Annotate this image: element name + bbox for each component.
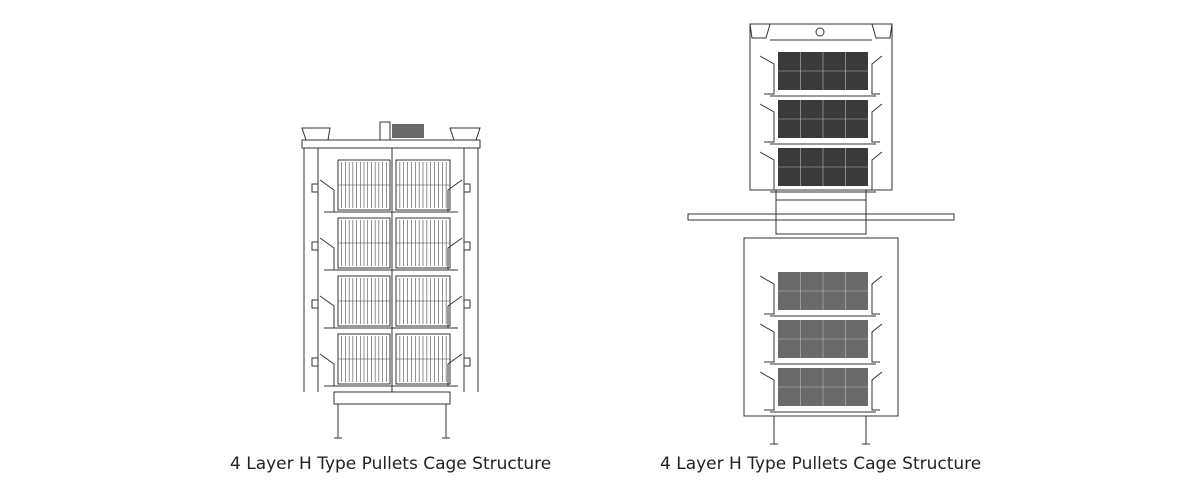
left-bracket-right [463,183,471,193]
right-lower-frame [743,237,899,417]
left-top-feeder-left [301,127,331,141]
left-trough-left [319,353,335,387]
right-trough-left [759,55,775,95]
right-trough-right [871,55,883,95]
right-trough-left [759,103,775,143]
left-trough-right [447,179,463,213]
right-trough-left [759,151,775,191]
right-upper-feeder-left [749,23,771,39]
left-top-feeder-right [449,127,481,141]
right-cage-tiers [759,52,883,413]
left-bracket-left [311,299,319,309]
left-bracket-right [463,357,471,367]
left-cage-tiers [311,159,471,387]
right-walkway [687,213,955,221]
left-bracket-left [311,357,319,367]
right-top-pulley [815,27,825,37]
left-motor-post [379,121,391,141]
right-trough-right [871,275,883,315]
right-cage-drawing [670,0,970,500]
right-caption: 4 Layer H Type Pullets Cage Structure [660,454,982,474]
right-trough-right [871,151,883,191]
left-bracket-left [311,241,319,251]
right-trough-right [871,323,883,363]
left-trough-left [319,237,335,271]
right-trough-right [871,371,883,411]
right-middle-walkway-box [775,189,867,235]
left-motor [392,124,424,138]
left-cage-svg [301,121,481,439]
right-trough-left [759,275,775,315]
left-top-rail [301,139,481,149]
right-trough-left [759,323,775,363]
left-cage-drawing [250,0,540,500]
left-bracket-right [463,241,471,251]
right-upper-feeder-right [871,23,893,39]
left-bracket-right [463,299,471,309]
right-trough-left [759,371,775,411]
right-cage-svg [687,23,955,445]
left-trough-left [319,295,335,329]
left-trough-right [447,295,463,329]
left-trough-left [319,179,335,213]
left-bracket-left [311,183,319,193]
right-trough-right [871,103,883,143]
left-base-belt [333,391,451,405]
left-caption: 4 Layer H Type Pullets Cage Structure [230,454,552,474]
left-trough-right [447,353,463,387]
left-trough-right [447,237,463,271]
